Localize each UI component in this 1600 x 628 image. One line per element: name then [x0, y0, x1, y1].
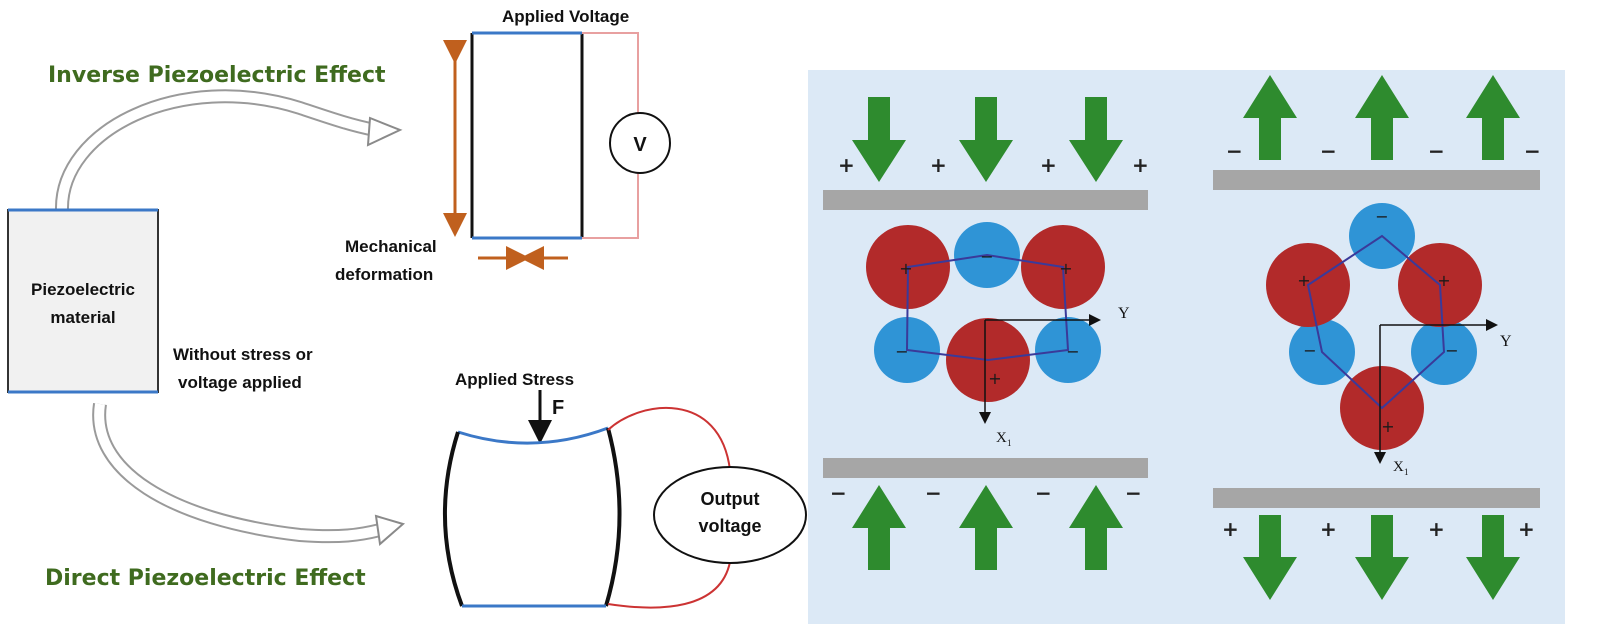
output-voltage-meter [653, 466, 807, 564]
direct-curved-arrow [92, 402, 406, 546]
direct-effect-title: Direct Piezoelectric Effect [45, 566, 366, 591]
bottom-plate [823, 458, 1148, 478]
ion-sign: − [980, 247, 993, 266]
ion-sign: + [1381, 417, 1394, 436]
applied-voltage-label: Applied Voltage [502, 7, 629, 26]
x-axis-label: X [1393, 459, 1404, 475]
inverse-effect-title: Inverse Piezoelectric Effect [48, 63, 386, 88]
ion-sign: + [1437, 271, 1450, 290]
inverse-deformed-block [470, 31, 584, 240]
inverse-curved-arrow [54, 89, 403, 211]
direct-deformed-block [443, 426, 622, 608]
force-label: F [552, 397, 564, 419]
applied-stress-label: Applied Stress [455, 370, 574, 389]
material-label-line1: Piezoelectric [31, 280, 135, 299]
output-label-line2: voltage [698, 516, 761, 536]
top-plus-sign: + [1040, 153, 1057, 177]
top-plate [1213, 170, 1540, 190]
y-axis-label: Y [1118, 305, 1130, 322]
y-axis-label: Y [1500, 333, 1512, 350]
mechanical-label-line2: deformation [335, 265, 433, 284]
top-compression-arrows [852, 97, 1123, 182]
top-plus-sign: + [930, 153, 947, 177]
x-axis-subscript: 1 [1404, 467, 1409, 477]
top-plate [823, 190, 1148, 210]
lattice-hexagon [1306, 234, 1446, 410]
bottom-minus-sign: − [925, 481, 942, 505]
lattice-hexagon [905, 253, 1070, 362]
ion-sign: − [1445, 341, 1458, 360]
ion-sign: − [1066, 342, 1079, 361]
bottom-compression-arrows [852, 485, 1123, 570]
ion-sign: − [1303, 341, 1316, 360]
bottom-minus-sign: − [830, 481, 847, 505]
voltmeter-wiring [582, 32, 639, 239]
bottom-plus-sign: + [1320, 517, 1337, 541]
bottom-minus-sign: − [1035, 481, 1052, 505]
voltmeter-label: V [633, 134, 647, 156]
output-label-line1: Output [701, 489, 760, 509]
output-wiring [607, 407, 731, 609]
top-plus-sign: + [1132, 153, 1149, 177]
x-axis-label: X [996, 430, 1007, 446]
bottom-plus-sign: + [1428, 517, 1445, 541]
ion-sign: − [1375, 207, 1388, 226]
bottom-plate [1213, 488, 1540, 508]
ion-sign: − [895, 342, 908, 361]
compressed-crystal: + + + + − − − + + + Y X 1 − − − − [823, 97, 1149, 570]
bottom-minus-sign: − [1125, 481, 1142, 505]
top-minus-sign: − [1320, 139, 1337, 163]
piezoelectric-material-block [7, 209, 159, 393]
ion-sign: + [988, 369, 1001, 388]
rest-label-line1: Without stress or [173, 345, 313, 364]
ion-sign: + [899, 259, 912, 278]
rest-label-line2: voltage applied [178, 373, 302, 392]
stretched-crystal: − − − − − − − + + + Y X 1 + + + + [1213, 75, 1541, 600]
top-minus-sign: − [1428, 139, 1445, 163]
ion-sign: + [1297, 271, 1310, 290]
bottom-plus-sign: + [1518, 517, 1535, 541]
bottom-tension-arrows [1243, 515, 1520, 600]
left-panel: Inverse Piezoelectric Effect Piezoelectr… [7, 7, 807, 609]
bottom-plus-sign: + [1222, 517, 1239, 541]
top-minus-sign: − [1226, 139, 1243, 163]
x-axis-subscript: 1 [1007, 438, 1012, 448]
material-label-line2: material [50, 308, 115, 327]
ion-sign: + [1059, 259, 1072, 278]
top-plus-sign: + [838, 153, 855, 177]
mechanical-label-line1: Mechanical [345, 237, 437, 256]
top-minus-sign: − [1524, 139, 1541, 163]
top-tension-arrows [1243, 75, 1520, 160]
voltmeter-symbol [609, 112, 671, 174]
